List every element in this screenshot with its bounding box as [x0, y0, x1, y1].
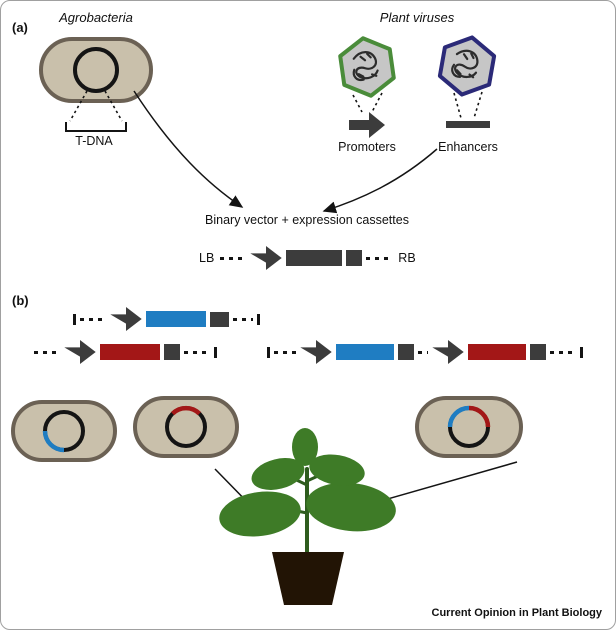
end-tick [580, 346, 583, 358]
journal-label: Current Opinion in Plant Biology [431, 607, 603, 619]
panel-a-label: (a) [12, 20, 28, 35]
dotted-dna-segment [220, 256, 247, 260]
enhancers-label: Enhancers [438, 140, 498, 154]
gene-box [286, 250, 343, 266]
agrobacterium-cell [39, 37, 153, 103]
end-tick [214, 346, 217, 358]
transform-arrow-right [361, 461, 518, 509]
transform-arrow-left [214, 468, 259, 514]
terminator-box [398, 344, 414, 360]
dotted-dna-segment [80, 317, 106, 321]
expression-cassette-blue [73, 306, 260, 332]
gene-box-red [100, 344, 160, 360]
binary-vector-label: Binary vector + expression cassettes [205, 213, 409, 227]
enhancer-connector-lines [453, 91, 483, 119]
end-tick [257, 313, 260, 325]
agrobacteria-label: Agrobacteria [59, 10, 133, 25]
promoters-label: Promoters [338, 140, 396, 154]
green-virus-icon [338, 36, 396, 98]
promoter-arrow-symbol [349, 112, 385, 138]
dotted-dna-segment [274, 350, 296, 354]
promoter-arrow-icon [64, 340, 96, 364]
enhancer-bar-symbol [446, 121, 490, 128]
terminator-box [346, 250, 363, 266]
dotted-dna-segment [233, 317, 253, 321]
expression-cassette-dual [267, 339, 583, 365]
dotted-dna-segment [34, 350, 60, 354]
right-border-label: RB [398, 251, 416, 265]
agrobacterium-cell-red-plasmid [133, 396, 239, 458]
terminator-box [210, 311, 229, 327]
promoter-arrow-icon [300, 340, 332, 364]
dotted-dna-segment [366, 256, 393, 260]
agrobacterium-cell-blue-plasmid [11, 400, 117, 462]
panel-b-label: (b) [12, 293, 29, 308]
dotted-dna-segment [550, 350, 576, 354]
left-border-label: LB [199, 251, 215, 265]
terminator-box [164, 344, 180, 360]
terminator-box [530, 344, 546, 360]
plant-illustration [219, 428, 396, 605]
expression-cassette-red [34, 339, 217, 365]
gene-box-blue [336, 344, 394, 360]
promoter-arrow-icon [432, 340, 464, 364]
end-tick [73, 313, 76, 325]
promoter-arrow-icon [110, 307, 142, 331]
promoter-connector-lines [352, 92, 383, 113]
binary-vector-construct: LB RB [197, 245, 418, 271]
blue-virus-icon [437, 35, 497, 97]
gene-box-blue [146, 311, 206, 327]
end-tick [267, 346, 270, 358]
dotted-dna-segment [418, 350, 428, 354]
flow-arrow-right [322, 148, 438, 214]
plant-viruses-label: Plant viruses [379, 10, 455, 25]
promoter-arrow-icon [250, 246, 282, 270]
agrobacterium-cell-dual-plasmid [415, 396, 523, 458]
gene-box-red [468, 344, 526, 360]
plant-pot [272, 552, 344, 605]
tdna-label: T-DNA [75, 134, 113, 148]
dotted-dna-segment [184, 350, 210, 354]
flow-arrow-left [133, 90, 244, 208]
tdna-bracket [65, 122, 127, 132]
